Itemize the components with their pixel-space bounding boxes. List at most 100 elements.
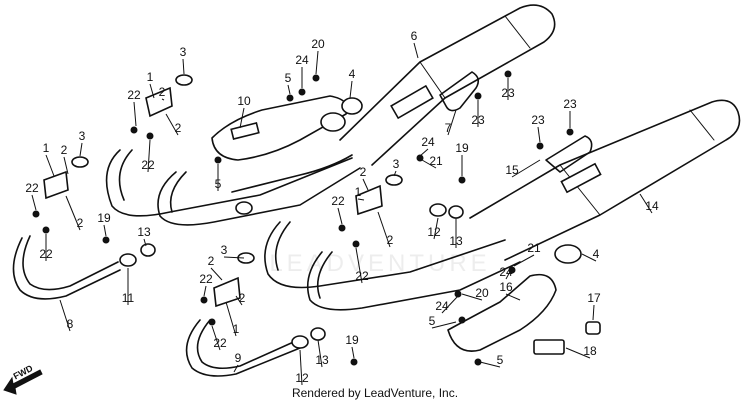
callout-label-c12: 2 xyxy=(239,291,246,305)
callout-label-c34: 14 xyxy=(645,199,659,213)
callout-leader-c47 xyxy=(147,139,151,173)
callout-leader-c38 xyxy=(565,347,591,359)
callout-label-c18: 4 xyxy=(593,247,600,261)
lower-muffler xyxy=(469,99,741,261)
callout-leader-c25 xyxy=(59,299,71,332)
callout-label-c52: 22 xyxy=(199,272,213,286)
callout-leader-c26 xyxy=(233,364,239,373)
callout-leader-c36 xyxy=(505,293,521,301)
left-pipe-8 xyxy=(12,235,121,300)
callout-leader-c30 xyxy=(299,349,303,386)
callout-leader-c1 xyxy=(149,83,155,99)
callout-leader-c35 xyxy=(511,159,541,178)
upper-muffler xyxy=(339,4,556,166)
callout-label-c61: 24 xyxy=(435,299,449,313)
lower-exhaust-pipes xyxy=(264,221,521,311)
callout-label-c8: 2 xyxy=(77,216,84,230)
right-bracket xyxy=(536,128,593,173)
pipe-9 xyxy=(185,319,301,377)
callout-leader-c15 xyxy=(393,170,397,177)
callout-leader-c39 xyxy=(103,224,107,237)
callout-leader-c18 xyxy=(581,253,597,262)
callout-label-c1: 1 xyxy=(147,70,154,84)
callout-label-c49: 22 xyxy=(39,247,53,261)
callout-label-c40: 19 xyxy=(455,141,469,155)
callout-label-c29: 12 xyxy=(427,225,441,239)
callout-label-c13: 3 xyxy=(180,45,187,59)
callout-leader-c7 xyxy=(63,156,69,175)
callout-label-c36: 16 xyxy=(499,280,513,294)
callout-label-c59: 24 xyxy=(421,135,435,149)
callout-label-c56: 23 xyxy=(531,113,545,127)
callout-label-c32: 13 xyxy=(449,234,463,248)
callout-leader-c10 xyxy=(377,211,391,248)
callout-layer: 1111222222223333445555678910111212131313… xyxy=(25,29,659,386)
callout-label-c3: 1 xyxy=(355,185,362,199)
clamps xyxy=(320,97,582,264)
callout-leader-c61 xyxy=(441,295,459,314)
callout-leader-c2 xyxy=(45,154,55,177)
callout-leader-c14 xyxy=(79,142,83,157)
callout-leader-c23 xyxy=(413,42,419,59)
callout-leader-c16 xyxy=(223,256,245,259)
callout-label-c45: 21 xyxy=(527,241,541,255)
callout-leader-c37 xyxy=(592,304,595,321)
callout-label-c57: 23 xyxy=(563,97,577,111)
callout-leader-c8 xyxy=(65,195,81,231)
callout-leader-c42 xyxy=(315,50,319,75)
callout-leader-c60 xyxy=(505,267,513,280)
callout-label-c39: 19 xyxy=(97,211,111,225)
callout-leader-c11 xyxy=(210,267,223,281)
callout-label-c19: 5 xyxy=(285,71,292,85)
callout-leader-c17 xyxy=(349,80,353,99)
exhaust-flanges xyxy=(43,86,383,308)
callout-leader-c52 xyxy=(203,285,207,297)
callout-leader-c56 xyxy=(537,126,541,143)
callout-leader-c44 xyxy=(421,159,437,169)
callout-label-c10: 2 xyxy=(387,233,394,247)
callout-label-c27: 10 xyxy=(237,94,251,108)
callout-label-c14: 3 xyxy=(79,129,86,143)
callout-leader-c19 xyxy=(287,84,291,95)
callout-leader-c59 xyxy=(419,148,429,157)
callout-label-c21: 5 xyxy=(429,314,436,328)
callout-label-c4: 1 xyxy=(233,322,240,336)
callout-leader-c46 xyxy=(133,101,137,127)
fwd-arrow-icon xyxy=(3,369,43,395)
callout-label-c53: 22 xyxy=(213,336,227,350)
callout-leader-c34 xyxy=(639,193,653,214)
callout-leader-c13 xyxy=(182,58,185,75)
callout-leader-c27 xyxy=(239,107,245,129)
callout-label-c54: 23 xyxy=(501,86,515,100)
gasket-rings xyxy=(71,74,403,264)
callout-label-c26: 9 xyxy=(235,351,242,365)
callout-leader-c45 xyxy=(513,254,535,267)
callout-label-c25: 8 xyxy=(67,317,74,331)
callout-label-c35: 15 xyxy=(505,163,519,177)
callout-label-c22: 5 xyxy=(497,353,504,367)
fasteners xyxy=(32,70,601,366)
callout-label-c60: 24 xyxy=(499,265,513,279)
callout-label-c46: 22 xyxy=(127,88,141,102)
callout-label-c15: 3 xyxy=(393,157,400,171)
callout-leader-c51 xyxy=(355,247,363,284)
callout-leader-c29 xyxy=(433,217,439,240)
callout-label-c55: 23 xyxy=(471,113,485,127)
callout-label-c20: 5 xyxy=(215,177,222,191)
callout-leader-c12 xyxy=(235,295,243,306)
lower-heat-shield xyxy=(447,273,557,352)
callout-leader-c22 xyxy=(479,361,501,368)
footer-credit: Rendered by LeadVenture, Inc. xyxy=(291,386,459,400)
callout-label-c47: 22 xyxy=(141,158,155,172)
callout-label-c24: 7 xyxy=(445,121,452,135)
callout-label-c2: 1 xyxy=(43,141,50,155)
callout-label-c44: 21 xyxy=(429,154,443,168)
callout-label-c5: 2 xyxy=(159,85,166,99)
upper-exhaust-pipes xyxy=(105,149,361,226)
callout-label-c9: 2 xyxy=(360,165,367,179)
callout-label-c16: 3 xyxy=(221,243,228,257)
callout-label-c37: 17 xyxy=(587,291,601,305)
callout-leader-c33 xyxy=(317,339,323,368)
